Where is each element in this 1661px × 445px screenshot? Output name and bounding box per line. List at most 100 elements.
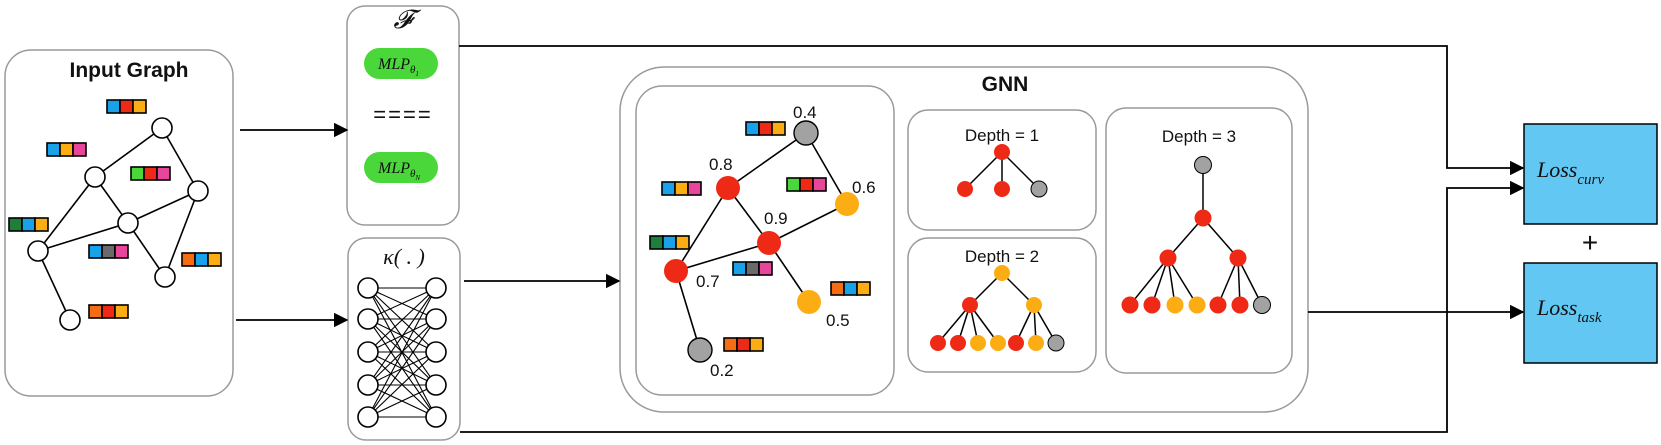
kappa-output-node xyxy=(425,308,447,330)
tree-edge xyxy=(1217,257,1239,306)
feature-cell xyxy=(723,337,738,352)
feature-vector xyxy=(8,217,49,232)
mlp-first-label: MLPθ1 xyxy=(377,56,419,78)
tree-node xyxy=(970,335,986,351)
input-graph-edge xyxy=(127,222,166,278)
tree-node xyxy=(1028,335,1044,351)
feature-vector xyxy=(46,142,87,157)
gnn-graph-edge xyxy=(727,132,807,189)
feature-cell xyxy=(799,177,814,192)
feature-cell xyxy=(88,244,103,259)
input-graph-edge xyxy=(164,190,199,278)
feature-cell xyxy=(101,304,116,319)
feature-cell xyxy=(856,281,871,296)
tree-node xyxy=(1209,296,1227,314)
feature-cell xyxy=(758,261,773,276)
kappa-network-edge xyxy=(367,287,437,353)
feature-cell xyxy=(674,181,689,196)
input-graph-feature-vectors xyxy=(8,99,222,319)
node-value-label: 0.7 xyxy=(696,272,720,291)
curvature-mlp-panel: 𝓕 MLPθ1 ==== MLPθN xyxy=(346,5,460,226)
kappa-network-edge xyxy=(367,318,437,353)
feature-cell xyxy=(207,252,222,267)
feature-cell xyxy=(812,177,827,192)
gnn-node-values: 0.4 0.8 0.6 0.9 0.7 0.5 0.2 xyxy=(696,103,876,380)
feature-cell xyxy=(143,166,158,181)
gnn-graph-edge xyxy=(675,187,729,272)
feature-cell xyxy=(843,281,858,296)
gnn-graph-node xyxy=(757,231,781,255)
feature-cell xyxy=(21,217,36,232)
node-value-label: 0.6 xyxy=(852,178,876,197)
feature-cell xyxy=(661,181,676,196)
tree-node xyxy=(962,297,978,313)
feature-cell xyxy=(156,166,171,181)
tree-node xyxy=(1231,296,1249,314)
gnn-graph-edge xyxy=(768,203,848,244)
input-graph-node xyxy=(151,117,173,139)
feature-vector xyxy=(130,166,171,181)
feature-cell xyxy=(758,121,773,136)
tree-node xyxy=(1166,296,1184,314)
tree-node xyxy=(1143,296,1161,314)
tree-node xyxy=(950,335,966,351)
feature-cell xyxy=(114,304,129,319)
kappa-network-edge xyxy=(367,287,437,320)
feature-cell xyxy=(101,244,116,259)
tree-node xyxy=(994,265,1010,281)
gnn-graph-node xyxy=(793,120,819,146)
node-value-label: 0.2 xyxy=(710,361,734,380)
feature-cell xyxy=(8,217,23,232)
gnn-feature-vectors xyxy=(649,121,871,352)
kappa-output-node xyxy=(425,406,447,428)
feature-vector xyxy=(181,252,222,267)
tree-edge xyxy=(937,304,971,344)
connectors xyxy=(236,45,1525,433)
feature-vector xyxy=(830,281,871,296)
tree-node xyxy=(1047,334,1065,352)
input-graph-nodes xyxy=(27,117,209,331)
kappa-network-edge xyxy=(367,287,437,418)
input-graph-title: Input Graph xyxy=(70,59,189,82)
kappa-panel: κ( . ) xyxy=(347,237,461,441)
feature-cell xyxy=(745,121,760,136)
tree-edge xyxy=(1167,257,1198,306)
gnn-graph-edge xyxy=(675,242,770,272)
feature-cell xyxy=(88,304,103,319)
feature-cell xyxy=(687,181,702,196)
kappa-input-node xyxy=(357,374,379,396)
feature-vector xyxy=(88,304,129,319)
kappa-output-node xyxy=(425,277,447,299)
feature-cell xyxy=(114,244,129,259)
input-graph-edge xyxy=(37,250,71,321)
tree-node xyxy=(1008,335,1024,351)
gnn-graph-edge xyxy=(675,270,701,351)
depth-3-subpanel xyxy=(1105,107,1293,374)
kappa-path-to-loss-curv xyxy=(460,180,1525,433)
tree-node xyxy=(1253,296,1271,314)
gnn-title: GNN xyxy=(982,73,1029,96)
loss-curv-box: Losscurv xyxy=(1523,123,1658,225)
feature-cell xyxy=(72,142,87,157)
mlp-first-pill xyxy=(364,48,438,79)
input-graph-node xyxy=(84,166,106,188)
tree-edge xyxy=(964,151,1003,190)
feature-cell xyxy=(732,261,747,276)
curvature-path-to-loss-curv xyxy=(459,45,1525,176)
node-value-label: 0.9 xyxy=(764,209,788,228)
gnn-graph-nodes xyxy=(664,120,859,363)
feature-cell xyxy=(675,235,690,250)
tree-node xyxy=(994,181,1010,197)
tree-node xyxy=(957,181,973,197)
feature-cell xyxy=(34,217,49,232)
depth-3-label: Depth = 3 xyxy=(1162,127,1236,146)
tree-node xyxy=(1188,296,1206,314)
node-value-label: 0.8 xyxy=(709,155,733,174)
feature-cell xyxy=(786,177,801,192)
input-graph-edge xyxy=(161,127,199,192)
tree-node xyxy=(1030,180,1048,198)
tree-edge xyxy=(1129,257,1169,306)
tree-node xyxy=(990,335,1006,351)
depth-trees xyxy=(930,144,1271,352)
